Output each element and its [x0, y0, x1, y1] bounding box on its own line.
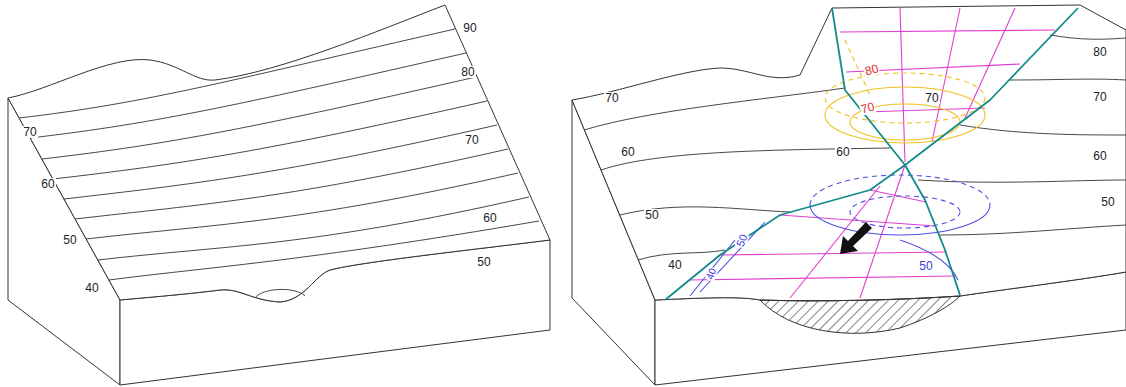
contour-label: 90 — [462, 22, 477, 34]
drawing-part — [810, 175, 990, 205]
right-contours — [584, 35, 1126, 260]
right-block — [572, 5, 1126, 385]
contour-label: 70 — [464, 134, 479, 146]
movement-arrow — [840, 222, 872, 254]
contour-label: 40 — [667, 259, 682, 271]
drawing-part — [1010, 79, 1126, 81]
upper-bowl — [825, 40, 985, 143]
drawing-part — [840, 30, 1055, 32]
contour-label: 70 — [859, 100, 877, 116]
contour-label: 70 — [1092, 91, 1107, 103]
contour-label: 60 — [482, 212, 497, 224]
drawing-part — [19, 29, 455, 118]
contour-label: 60 — [40, 178, 55, 190]
drawing-part — [1050, 35, 1126, 39]
contour-label: 80 — [460, 66, 475, 78]
drawing-part — [865, 108, 985, 112]
drawing-part — [64, 125, 497, 199]
lower-bowl — [690, 175, 990, 296]
drawing-part — [690, 276, 955, 280]
fault-traces — [665, 8, 1078, 300]
drawing-part — [825, 73, 985, 123]
drawing-part — [900, 240, 958, 280]
left-contours — [19, 29, 539, 298]
drawing-part — [30, 53, 466, 138]
drawing-part — [810, 205, 990, 235]
drawing-part — [98, 197, 529, 260]
drawing-part — [75, 149, 508, 219]
drawing-part — [918, 180, 1126, 182]
contour-label: 50 — [476, 256, 491, 268]
contour-label: 60 — [1092, 150, 1107, 162]
contour-label: 80 — [1092, 46, 1107, 58]
contour-label: 50 — [1100, 196, 1115, 208]
contour-label: 50 — [918, 260, 933, 272]
contour-label: 50 — [62, 234, 77, 246]
drawing-part — [940, 225, 1126, 235]
drawing-part — [690, 240, 735, 296]
contour-label: 60 — [620, 146, 635, 158]
contour-label: 70 — [22, 126, 37, 138]
drawing-part — [86, 173, 518, 239]
drawing-part — [572, 5, 1126, 301]
drawing-part — [109, 221, 539, 280]
scarp-grid — [690, 8, 1055, 298]
contour-label: 60 — [835, 146, 850, 158]
contour-label: 70 — [924, 92, 939, 104]
hatched-section — [760, 296, 960, 333]
contour-label: 50 — [644, 209, 659, 221]
drawing-part — [584, 88, 845, 130]
contour-label: 40 — [84, 282, 99, 294]
drawing-part — [255, 289, 305, 298]
drawing-part — [665, 8, 905, 300]
drawing-part — [790, 186, 880, 298]
drawing-part — [900, 8, 905, 162]
drawing-part — [932, 8, 960, 142]
left-block — [8, 5, 550, 385]
contour-label: 70 — [604, 92, 619, 104]
drawing-part — [720, 252, 945, 255]
contour-label: 80 — [863, 62, 881, 78]
drawing-part — [965, 8, 1015, 118]
drawing-part — [905, 8, 1078, 295]
drawing-part — [8, 5, 550, 302]
drawing-part — [960, 125, 1126, 135]
